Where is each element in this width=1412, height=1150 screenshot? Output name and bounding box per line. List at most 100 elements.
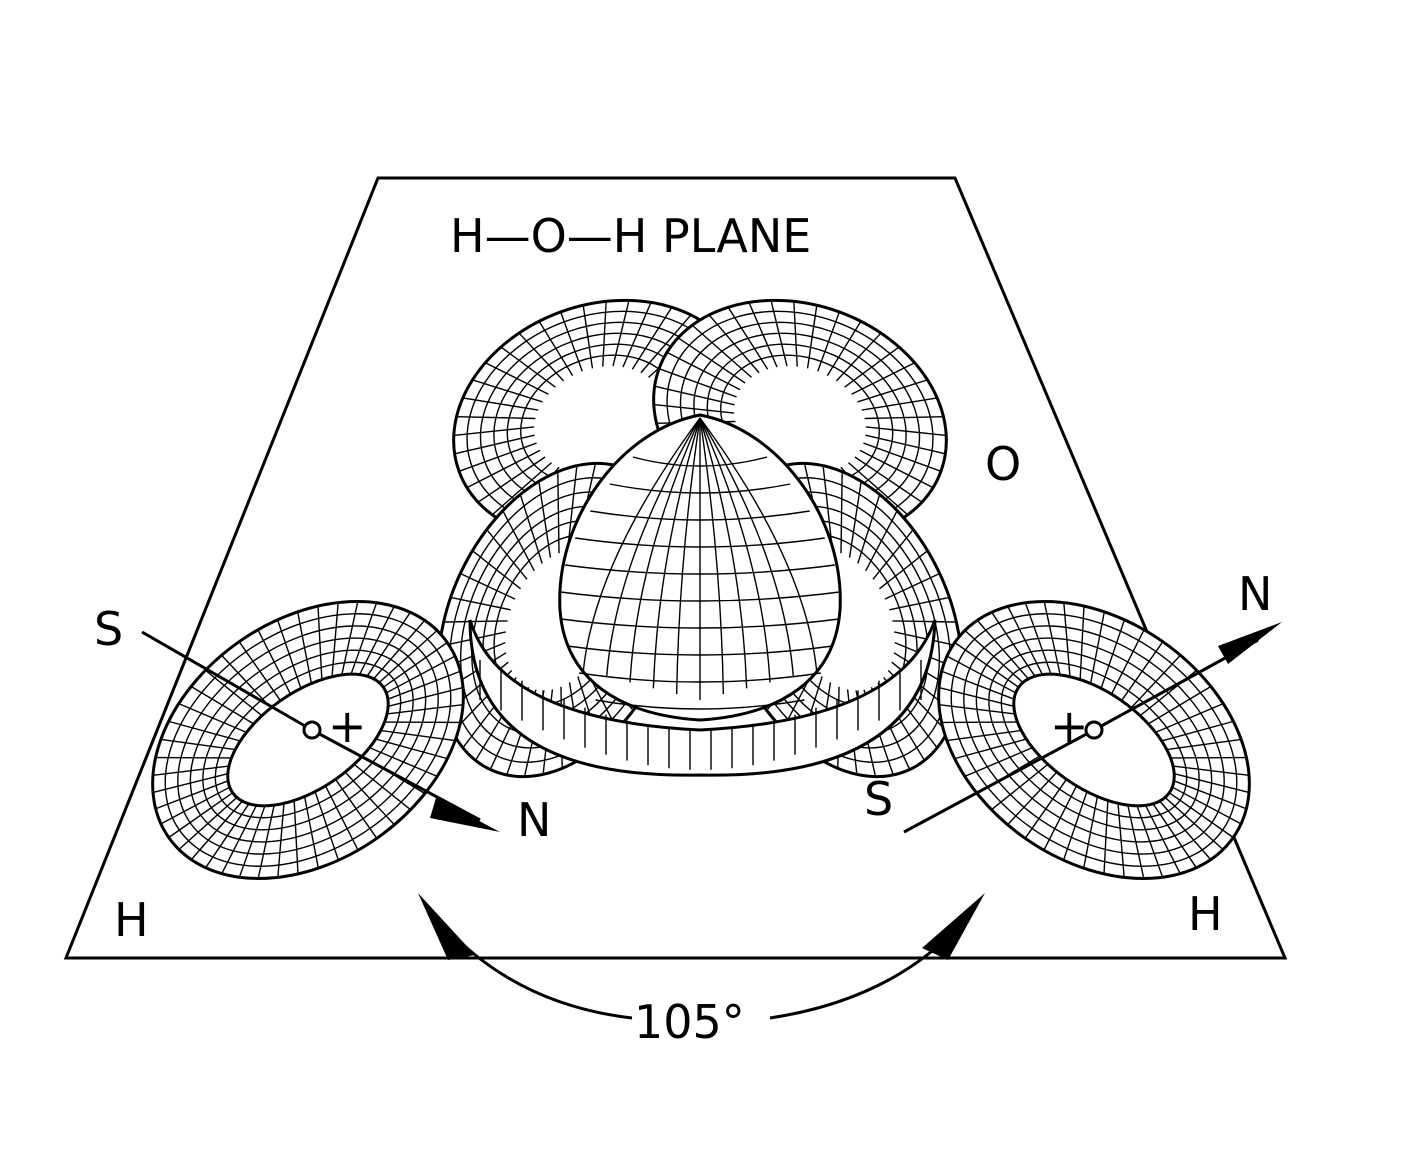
left-torus-spoke bbox=[152, 773, 229, 794]
oxygen-side-lobe-right-spoke bbox=[865, 510, 898, 572]
oxygen-back-lobe-left-spoke bbox=[518, 332, 565, 382]
oxygen-side-lobe-right-spoke bbox=[889, 596, 950, 611]
oxygen-parallel bbox=[575, 537, 825, 548]
oxygen-side-lobe-left-spoke bbox=[460, 572, 516, 600]
oxygen-back-lobe-right-spoke bbox=[863, 442, 942, 472]
bond-angle-arrowhead-left bbox=[418, 893, 475, 960]
oxygen-parallel bbox=[590, 510, 810, 521]
left-north-label: N bbox=[517, 793, 551, 847]
left-torus-spoke bbox=[382, 641, 448, 688]
right-hydrogen-torus bbox=[937, 600, 1251, 880]
right-torus-spoke bbox=[1127, 804, 1145, 879]
oxygen-back-lobe-right-spoke bbox=[817, 311, 840, 372]
oxygen-back-lobe-left-spoke bbox=[456, 415, 536, 420]
oxygen-back-lobe-right-spoke bbox=[844, 346, 900, 388]
right-torus-spoke bbox=[1152, 803, 1197, 869]
left-torus-spoke bbox=[178, 702, 247, 733]
oxygen-side-lobe-right-spoke bbox=[822, 465, 834, 551]
right-torus-spoke bbox=[1130, 654, 1181, 709]
oxygen-back-lobe-left-spoke bbox=[485, 362, 549, 395]
oxygen-parallel bbox=[560, 591, 840, 602]
left-torus-spoke bbox=[350, 602, 378, 675]
oxygen-side-lobe-right-spoke bbox=[840, 471, 843, 554]
oxygen-back-lobe-right-spoke bbox=[861, 397, 938, 411]
oxygen-back-lobe-right-spoke bbox=[658, 368, 737, 398]
left-torus-spoke bbox=[257, 629, 292, 695]
left-dipole-axis bbox=[141, 630, 313, 732]
right-torus-spoke bbox=[1007, 606, 1044, 675]
oxygen-side-lobe-right-spoke bbox=[848, 481, 862, 558]
hydrogen-left-label: H bbox=[114, 893, 149, 947]
right-torus-spoke bbox=[976, 619, 1029, 680]
left-torus-spoke bbox=[152, 765, 230, 776]
left-torus-spoke bbox=[178, 796, 238, 851]
right-torus-spoke bbox=[1161, 720, 1234, 742]
right-torus-hole bbox=[1012, 672, 1176, 808]
left-torus-spoke bbox=[387, 686, 464, 707]
left-torus-spoke bbox=[384, 721, 461, 724]
oxygen-parallel bbox=[567, 645, 833, 656]
right-proton-dot bbox=[1084, 720, 1104, 740]
right-torus-spoke bbox=[1171, 786, 1242, 825]
left-torus-spoke bbox=[334, 778, 378, 839]
left-torus-spoke bbox=[190, 800, 243, 861]
oxygen-back-lobe-right-spoke bbox=[865, 426, 947, 437]
left-torus-spoke bbox=[366, 611, 411, 677]
left-north-arrowhead bbox=[430, 798, 500, 832]
oxygen-meridian bbox=[582, 417, 701, 671]
oxygen-back-lobe-left-spoke bbox=[560, 311, 583, 372]
oxygen-back-lobe-right-spoke bbox=[654, 385, 735, 406]
right-torus-spoke bbox=[946, 729, 1022, 742]
right-torus-spoke bbox=[991, 611, 1036, 677]
right-charge-label: + bbox=[1050, 699, 1089, 753]
left-torus-spoke bbox=[297, 611, 313, 684]
left-torus-spoke bbox=[358, 606, 395, 675]
left-torus-spoke bbox=[386, 704, 464, 715]
oxygen-meridian bbox=[675, 417, 701, 695]
left-torus-spoke bbox=[221, 805, 258, 874]
oxygen-parallel bbox=[609, 483, 791, 494]
oxygen-back-lobe-right-spoke bbox=[859, 449, 934, 489]
oxygen-meridian bbox=[605, 417, 701, 677]
right-torus-spoke bbox=[938, 704, 1016, 715]
right-torus-spoke bbox=[1159, 800, 1212, 861]
oxygen-back-lobe-left-spoke bbox=[538, 320, 574, 376]
right-torus-spoke bbox=[1024, 602, 1052, 675]
left-torus-spoke bbox=[238, 805, 266, 878]
oxygen-side-lobe-left-spoke bbox=[566, 465, 578, 551]
left-torus-spoke bbox=[160, 786, 231, 825]
oxygen-back-lobe-left-spoke bbox=[453, 426, 535, 437]
left-torus-spoke bbox=[353, 763, 411, 811]
left-torus-spoke bbox=[344, 771, 395, 826]
right-torus-spoke bbox=[1170, 756, 1247, 759]
oxygen-meridian bbox=[629, 417, 701, 683]
right-torus-spoke bbox=[946, 655, 1017, 694]
right-torus-spoke bbox=[1063, 602, 1071, 677]
left-torus-spoke bbox=[190, 685, 255, 725]
left-torus-spoke bbox=[277, 803, 285, 878]
oxygen-back-lobe-right-spoke bbox=[708, 314, 760, 374]
oxygen-parallel bbox=[565, 564, 835, 575]
left-torus-spoke bbox=[324, 785, 359, 851]
right-torus-spoke bbox=[1100, 619, 1126, 689]
oxygen-side-lobe-left-spoke bbox=[538, 481, 552, 558]
left-torus-spoke bbox=[293, 800, 299, 874]
left-torus-spoke bbox=[303, 796, 319, 869]
oxygen-back-lobe-left-spoke bbox=[640, 314, 692, 374]
oxygen-side-lobe-left-spoke bbox=[519, 494, 543, 564]
oxygen-side-lobe-left-spoke bbox=[472, 550, 522, 590]
oxygen-back-lobe-left-spoke bbox=[612, 300, 630, 367]
left-torus-spoke bbox=[238, 641, 282, 702]
oxygen-meridian bbox=[699, 417, 818, 671]
right-south-label: S bbox=[864, 772, 893, 826]
left-charge-label: + bbox=[328, 699, 367, 753]
bond-angle-label: 105° bbox=[634, 995, 745, 1049]
oxygen-meridian bbox=[699, 417, 725, 695]
right-torus-spoke bbox=[1147, 685, 1212, 725]
oxygen-back-lobe-right-spoke bbox=[653, 403, 735, 414]
bond-angle-arc-left bbox=[446, 928, 633, 1020]
right-north-arrowhead bbox=[1218, 622, 1282, 664]
left-torus-spoke bbox=[317, 606, 323, 680]
right-torus-spoke bbox=[1173, 773, 1250, 794]
